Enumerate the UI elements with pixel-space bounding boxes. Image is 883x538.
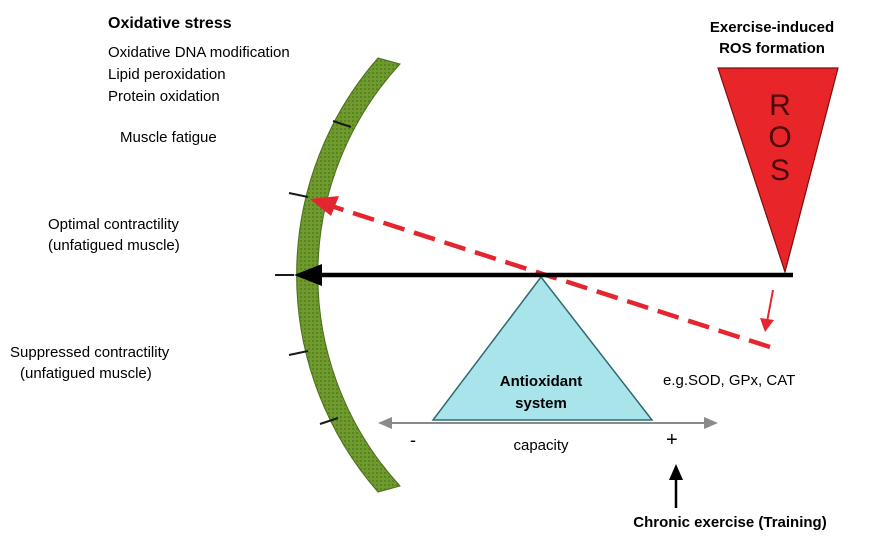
capacity-minus: - <box>410 430 416 450</box>
antioxidant-label-line2: system <box>515 395 567 412</box>
optimal-unfatigued-label: (unfatigued muscle) <box>48 237 180 254</box>
oxidative-dna-label: Oxidative DNA modification <box>108 44 290 61</box>
capacity-label: capacity <box>513 437 569 454</box>
chronic-exercise-label: Chronic exercise (Training) <box>633 514 826 531</box>
ros-triangle <box>717 67 839 275</box>
muscle-fatigue-label: Muscle fatigue <box>120 129 217 146</box>
antioxidant-label-line1: Antioxidant <box>500 373 583 390</box>
ros-source-line2: ROS formation <box>719 40 825 57</box>
capacity-axis-right-arrowhead <box>704 417 718 429</box>
chronic-exercise-arrowhead <box>669 464 683 480</box>
ros-letter-r: R <box>769 89 791 122</box>
dashed-arrowhead <box>310 196 339 216</box>
oxidative-stress-title: Oxidative stress <box>108 15 232 32</box>
suppressed-unfatigued-label: (unfatigued muscle) <box>20 365 152 382</box>
antioxidant-triangle <box>431 275 654 421</box>
lipid-peroxidation-label: Lipid peroxidation <box>108 66 226 83</box>
ros-letter-s: S <box>770 154 790 187</box>
arc-ticks <box>275 120 352 425</box>
balance-beam-arrowhead <box>294 264 322 286</box>
suppressed-contractility-label: Suppressed contractility <box>10 344 170 361</box>
protein-oxidation-label: Protein oxidation <box>108 88 220 105</box>
ros-shift-arrowhead <box>760 318 774 332</box>
enzymes-label: e.g.SOD, GPx, CAT <box>663 372 795 389</box>
ros-source-line1: Exercise-induced <box>710 19 834 36</box>
ros-letter-o: O <box>768 121 791 154</box>
capacity-plus: + <box>666 429 678 451</box>
optimal-contractility-label: Optimal contractility <box>48 216 179 233</box>
capacity-axis-left-arrowhead <box>378 417 392 429</box>
ros-shift-arrow-line <box>766 289 774 323</box>
